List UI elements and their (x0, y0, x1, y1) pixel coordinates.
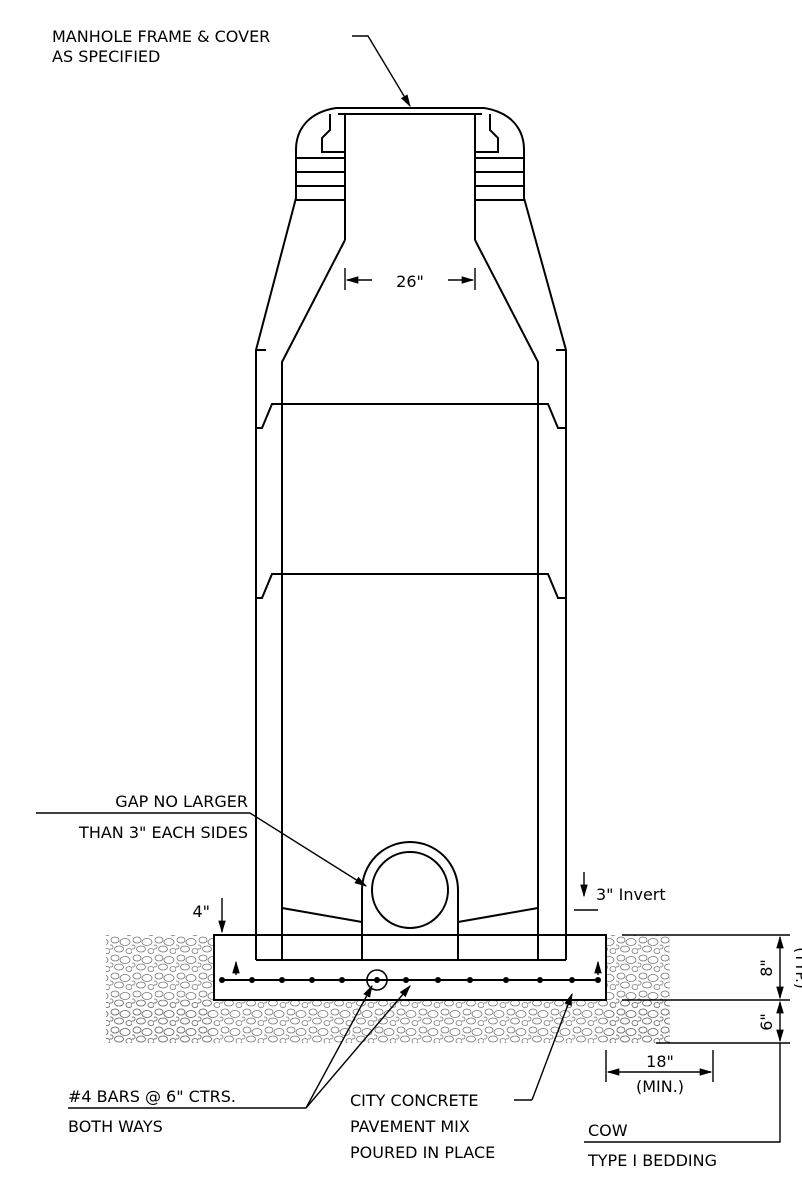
bedding-label-line1: COW (588, 1121, 628, 1140)
frame-label-line2: AS SPECIFIED (52, 47, 160, 66)
bedding-label-line2: TYPE I BEDDING (587, 1151, 717, 1170)
extension-label: 18" (646, 1052, 674, 1071)
typ-label: (TYP.) (792, 947, 802, 989)
opening-dim-label: 26" (396, 272, 424, 291)
frame-label-line1: MANHOLE FRAME & COVER (52, 27, 270, 46)
concrete-label-line2: PAVEMENT MIX (350, 1117, 470, 1136)
bars-label-line1: #4 BARS @ 6" CTRS. (68, 1087, 236, 1106)
invert-label: 3" Invert (596, 885, 666, 904)
min-label: (MIN.) (636, 1077, 684, 1096)
bedding-depth-label: 6" (757, 1013, 776, 1031)
gap-label-line1: GAP NO LARGER (115, 792, 248, 811)
gravel-bedding (106, 935, 670, 1043)
rebar-callout-circle (366, 969, 388, 991)
opening-dimension (344, 268, 476, 290)
base-thickness-label: 4" (192, 902, 210, 921)
bars-label-line2: BOTH WAYS (68, 1117, 163, 1136)
gap-label-line2: THAN 3" EACH SIDES (78, 823, 248, 842)
extension-dimension (605, 1050, 714, 1082)
concrete-label-line1: CITY CONCRETE (350, 1091, 479, 1110)
manhole-walls (255, 107, 567, 961)
concrete-base (213, 934, 607, 1001)
depth-dimensions (584, 934, 790, 1143)
base-depth-label: 8" (757, 959, 776, 977)
concrete-label-line3: POURED IN PLACE (350, 1143, 495, 1162)
rebar-dots (219, 977, 601, 983)
